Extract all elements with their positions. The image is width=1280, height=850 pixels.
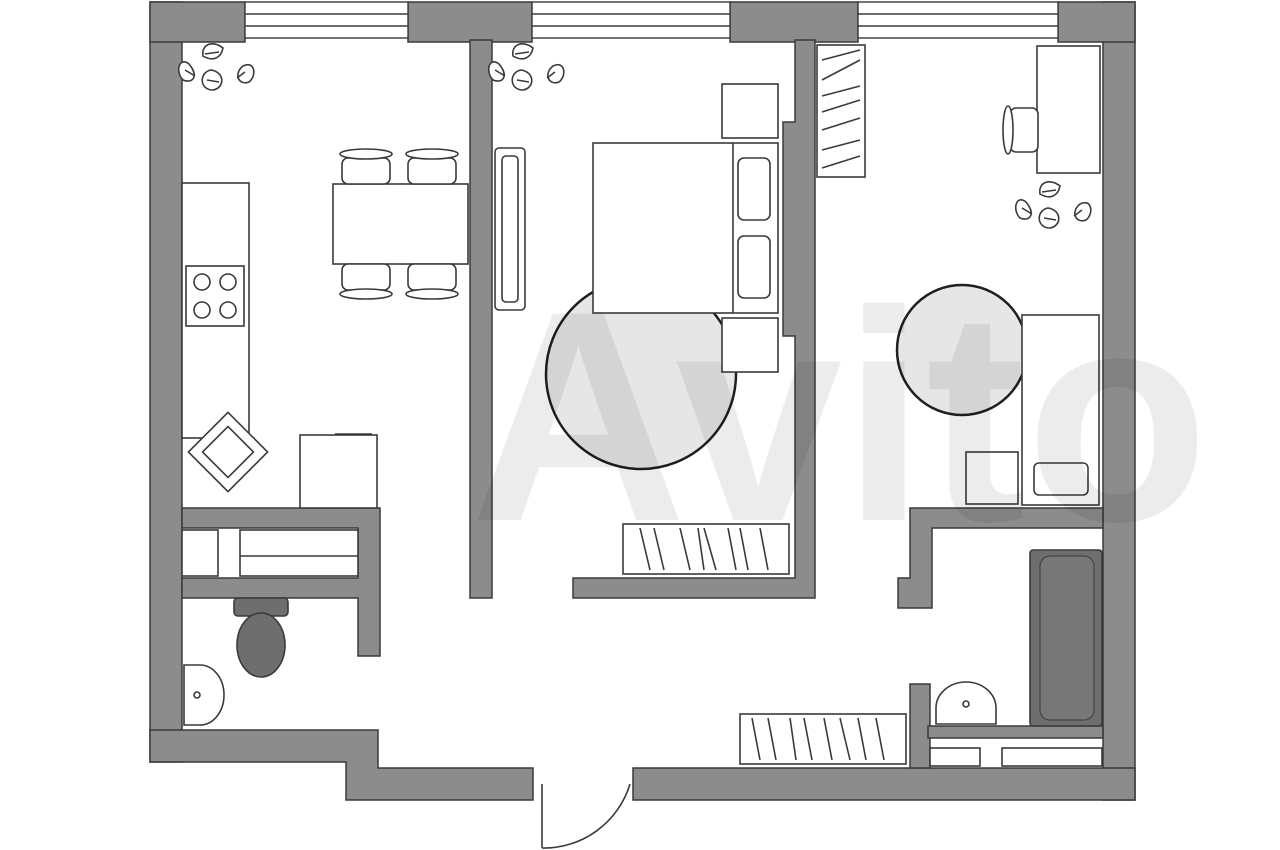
- kitchen-bottom-wall: [181, 507, 381, 657]
- walls: [149, 1, 1136, 801]
- bathroom: [935, 549, 1103, 727]
- outer-wall-bottom-left: [149, 729, 534, 801]
- dining-table: [332, 183, 469, 265]
- single-bed: [1021, 314, 1100, 506]
- radiator-room: [816, 44, 866, 178]
- door-swing-icon: [541, 783, 631, 849]
- wc: [183, 597, 289, 726]
- partition-bedroom-room: [572, 39, 816, 599]
- nightstand-top: [721, 83, 779, 139]
- kitchen-counter-bottom: [299, 434, 378, 509]
- top-wall-right: [1057, 1, 1136, 43]
- niche-shelf-2: [239, 529, 359, 577]
- kitchen-sink-icon: [187, 411, 269, 493]
- bathroom-wall: [909, 683, 931, 769]
- toilet-icon: [233, 597, 289, 678]
- top-wall-pier-2: [729, 1, 859, 43]
- bath-niche-1: [929, 747, 981, 767]
- wc-sink-icon: [183, 664, 225, 726]
- room-nightstand: [965, 451, 1019, 505]
- second-room: [816, 44, 1101, 506]
- bath-niche-2: [1001, 747, 1103, 767]
- bed: [592, 142, 779, 314]
- hallway: [541, 713, 907, 849]
- window-2: [531, 1, 731, 39]
- window-3: [857, 1, 1059, 39]
- bathtub-icon: [1029, 549, 1103, 727]
- desk: [1036, 45, 1101, 174]
- watermark-text: Avito: [470, 248, 1209, 584]
- kitchen: [177, 43, 469, 509]
- plant-icon: [1014, 181, 1092, 229]
- plant-icon: [177, 43, 255, 91]
- radiator-hallway: [739, 713, 907, 765]
- bathroom-ledge: [927, 725, 1104, 739]
- outer-wall-left: [149, 1, 183, 763]
- top-wall-left: [149, 1, 246, 43]
- partition-kitchen-bedroom: [469, 39, 493, 599]
- chairs: [339, 148, 459, 300]
- room-bottom-wall: [897, 507, 1104, 609]
- storage-niches: [181, 529, 1103, 767]
- niche-shelf-1: [181, 529, 219, 577]
- desk-chair: [1002, 105, 1039, 155]
- top-wall-pier-1: [407, 1, 533, 43]
- window-1: [244, 1, 409, 39]
- plant-icon: [487, 43, 565, 91]
- wardrobe: [494, 147, 526, 311]
- bath-sink-icon: [935, 681, 997, 725]
- outer-wall-right: [1102, 1, 1136, 801]
- outer-wall-bottom-right: [632, 767, 1136, 801]
- nightstand-bottom: [721, 317, 779, 373]
- radiator-bedroom: [622, 523, 790, 575]
- bedroom: [487, 43, 790, 575]
- stove-icon: [185, 265, 245, 327]
